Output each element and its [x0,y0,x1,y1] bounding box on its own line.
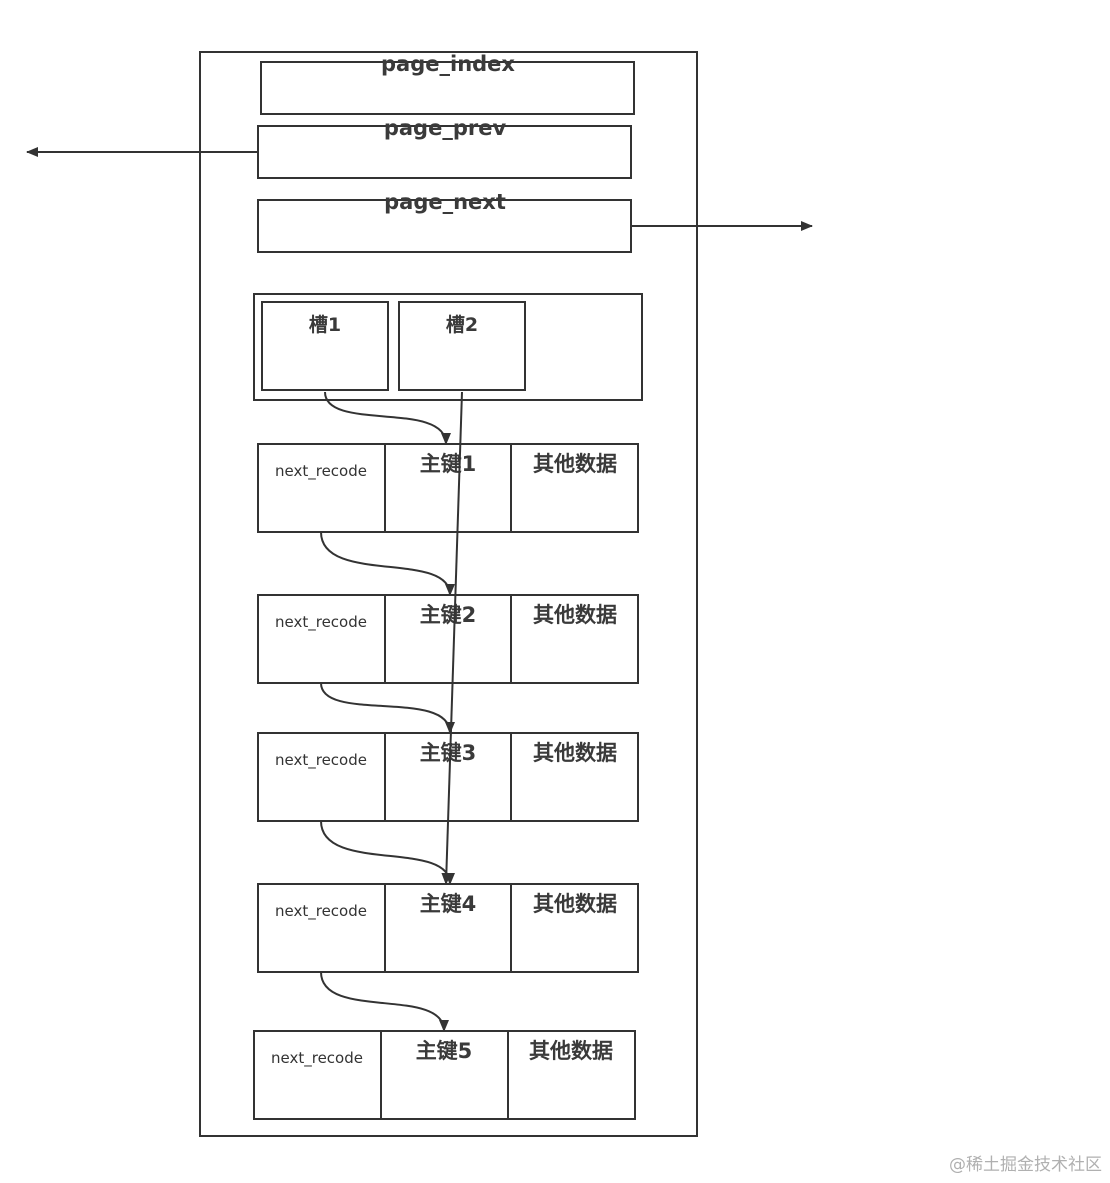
other-data-label: 其他数据 [533,603,617,627]
next-record-cell [257,443,386,533]
page-prev-label: page_prev [384,116,507,140]
slot-2-label: 槽2 [446,313,478,336]
next-record-label: next_recode [275,613,367,632]
record-row: next_recode 主键1 其他数据 [257,443,639,533]
primary-key-label: 主键4 [420,892,477,916]
slot-2: 槽2 [398,301,526,391]
primary-key-cell [380,1030,509,1120]
next-record-arrow [320,682,455,734]
next-record-arrow [320,531,455,596]
next-record-cell [257,883,386,973]
primary-key-cell [384,883,512,973]
page-index-field: page_index [260,52,635,115]
watermark-text: @稀土掘金技术社区 [949,1155,1102,1175]
other-data-cell [510,443,639,533]
record-row: next_recode 主键5 其他数据 [253,1030,636,1120]
next-record-arrow [320,820,455,885]
page-prev-box [257,125,632,179]
next-record-arrow [320,971,449,1032]
slot-1-box [261,301,389,391]
other-data-label: 其他数据 [529,1039,613,1063]
slot-2-box [398,301,526,391]
other-data-cell [510,594,639,684]
next-record-cell [257,594,386,684]
other-data-cell [507,1030,636,1120]
other-data-cell [510,732,639,822]
other-data-cell [510,883,639,973]
slot-1-label: 槽1 [309,313,341,336]
next-record-label: next_recode [275,902,367,921]
primary-key-label: 主键3 [420,741,477,765]
page-next-field: page_next [257,190,632,253]
slot-1: 槽1 [261,301,389,391]
primary-key-label: 主键2 [420,603,477,627]
page-index-label: page_index [381,52,515,76]
next-record-label: next_recode [275,462,367,481]
next-record-cell [257,732,386,822]
page-index-box [260,61,635,115]
record-row: next_recode 主键4 其他数据 [257,883,639,973]
primary-key-label: 主键5 [416,1039,473,1063]
slot-1-pointer-arrow [324,391,451,445]
next-record-cell [253,1030,382,1120]
other-data-label: 其他数据 [533,741,617,765]
next-record-label: next_recode [271,1049,363,1068]
primary-key-label: 主键1 [420,452,477,476]
page-next-label: page_next [384,190,506,214]
record-row: next_recode 主键3 其他数据 [257,732,639,822]
other-data-label: 其他数据 [533,452,617,476]
other-data-label: 其他数据 [533,892,617,916]
page-prev-field: page_prev [257,116,632,179]
record-row: next_recode 主键2 其他数据 [257,594,639,684]
next-record-label: next_recode [275,751,367,770]
slot-2-pointer-arrow [441,391,463,885]
primary-key-cell [384,443,512,533]
